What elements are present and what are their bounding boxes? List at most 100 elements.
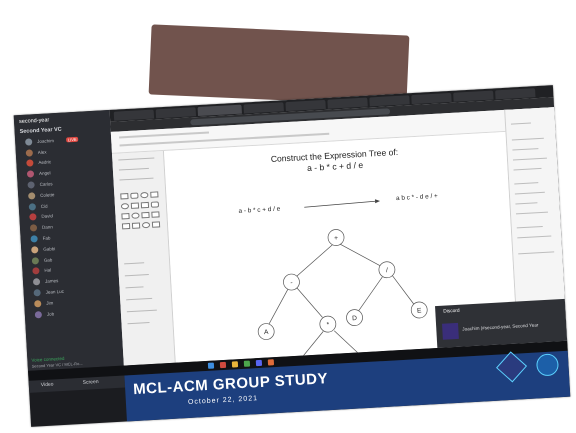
drawing-app-window: Construct the Expression Tree of: a - b … bbox=[109, 85, 568, 366]
taskbar-app-icon[interactable] bbox=[255, 359, 263, 367]
member-name: Gab bbox=[43, 257, 53, 263]
tree-node-minus[interactable]: - bbox=[283, 273, 300, 291]
avatar bbox=[25, 138, 33, 146]
tree-edge bbox=[296, 287, 323, 318]
tree-node-a[interactable]: A bbox=[257, 323, 275, 340]
shape-thumbnail[interactable] bbox=[141, 221, 151, 229]
taskbar-app-icon[interactable] bbox=[231, 361, 239, 368]
tree-edge bbox=[340, 243, 381, 267]
member-name: James bbox=[44, 278, 59, 285]
shape-thumbnail[interactable] bbox=[121, 222, 131, 230]
avatar bbox=[27, 181, 35, 189]
shape-thumbnail[interactable] bbox=[151, 221, 161, 228]
tree-edge bbox=[333, 330, 358, 353]
member-name: Hal bbox=[44, 267, 52, 274]
shape-thumbnail[interactable] bbox=[140, 191, 149, 199]
svg-text:*: * bbox=[326, 322, 329, 329]
panel-row bbox=[126, 297, 153, 301]
banner-date: October 22, 2021 bbox=[187, 395, 259, 407]
video-button[interactable]: Video bbox=[40, 381, 54, 389]
shape-thumbnail[interactable] bbox=[130, 202, 140, 209]
avatar bbox=[30, 235, 38, 243]
avatar bbox=[31, 256, 40, 265]
shape-thumbnail[interactable] bbox=[120, 193, 129, 200]
notification-heading: Discord bbox=[443, 308, 460, 315]
tree-node-multiply[interactable]: * bbox=[319, 315, 337, 333]
member-name: Angel bbox=[38, 170, 51, 177]
panel-row bbox=[513, 167, 542, 171]
avatar bbox=[34, 299, 42, 308]
avatar bbox=[32, 278, 41, 286]
diagram-canvas[interactable]: Construct the Expression Tree of: a - b … bbox=[163, 131, 518, 363]
screen-share-button[interactable]: Screen bbox=[82, 378, 99, 386]
member-name: Joachim bbox=[37, 138, 55, 144]
svg-text:D: D bbox=[352, 315, 357, 322]
member-name: Aedric bbox=[38, 159, 52, 166]
tree-node-root[interactable]: + bbox=[327, 229, 345, 246]
member-name: Job bbox=[46, 311, 55, 317]
member-name: Colette bbox=[40, 192, 55, 198]
avatar bbox=[26, 170, 35, 178]
avatar bbox=[28, 192, 36, 200]
conversion-arrow bbox=[304, 200, 376, 208]
panel-row bbox=[515, 211, 549, 215]
shape-thumbnail[interactable] bbox=[150, 191, 159, 198]
taskbar-app-icon[interactable] bbox=[267, 359, 275, 366]
notification-text: Joachim (#second-year, Second Year bbox=[462, 322, 539, 332]
panel-row bbox=[510, 122, 531, 125]
avatar bbox=[33, 289, 41, 297]
panel-row bbox=[118, 167, 149, 171]
panel-row bbox=[124, 262, 145, 265]
avatar bbox=[31, 246, 39, 254]
member-name: Dann bbox=[41, 224, 53, 231]
discord-sidebar: second-year Second Year VC Joachim LIVE … bbox=[13, 109, 124, 371]
infix-expression: a - b * c + d / e bbox=[238, 206, 281, 215]
taskbar-app-icon[interactable] bbox=[243, 360, 251, 367]
panel-row bbox=[119, 177, 154, 181]
svg-text:E: E bbox=[417, 307, 422, 314]
shape-thumbnail[interactable] bbox=[151, 211, 160, 218]
shape-thumbnail[interactable] bbox=[120, 203, 130, 210]
discord-notification[interactable]: Discord Joachim (#second-year, Second Ye… bbox=[435, 298, 568, 349]
member-name: Carlos bbox=[39, 181, 53, 188]
tree-node-e[interactable]: E bbox=[410, 301, 428, 319]
tree-edge bbox=[303, 331, 324, 356]
member-name: Fab bbox=[42, 235, 51, 241]
shape-thumbnail[interactable] bbox=[141, 211, 150, 219]
panel-row bbox=[512, 157, 547, 161]
panel-row bbox=[517, 235, 552, 239]
panel-row bbox=[514, 182, 539, 185]
shape-thumbnail[interactable] bbox=[121, 213, 130, 220]
tree-edge bbox=[357, 276, 383, 312]
discord-icon bbox=[442, 322, 459, 340]
tree-node-divide[interactable]: / bbox=[378, 261, 396, 279]
panel-row bbox=[124, 274, 149, 277]
arrow-head-icon bbox=[374, 199, 381, 204]
tree-edge bbox=[295, 244, 333, 278]
postfix-expression: a b c * - d e / + bbox=[396, 193, 438, 202]
tree-node-d[interactable]: D bbox=[346, 309, 363, 326]
windows-start-icon[interactable] bbox=[207, 362, 215, 369]
shape-thumbnail[interactable] bbox=[131, 212, 140, 219]
diagram-expression: a - b * c + d / e bbox=[307, 160, 364, 173]
shape-thumbnail[interactable] bbox=[131, 222, 141, 229]
banner-title: MCL-ACM GROUP STUDY bbox=[132, 370, 329, 399]
svg-text:+: + bbox=[334, 235, 338, 242]
photographed-screen: second-year Second Year VC Joachim LIVE … bbox=[13, 85, 571, 427]
member-name: Gabbi bbox=[43, 246, 56, 252]
avatar bbox=[29, 213, 37, 222]
shape-thumbnail[interactable] bbox=[140, 201, 150, 209]
shape-thumbnail[interactable] bbox=[150, 201, 160, 208]
shape-thumbnail[interactable] bbox=[130, 192, 139, 199]
avatar bbox=[28, 202, 37, 211]
panel-row bbox=[118, 157, 155, 161]
tree-edge bbox=[268, 289, 289, 325]
taskbar-app-icon[interactable] bbox=[219, 361, 227, 369]
toolbar-row bbox=[119, 131, 210, 139]
acm-logo-icon bbox=[535, 353, 560, 377]
avatar bbox=[25, 148, 34, 157]
panel-row bbox=[518, 251, 555, 255]
svg-text:-: - bbox=[290, 280, 293, 287]
panel-row bbox=[127, 322, 150, 325]
